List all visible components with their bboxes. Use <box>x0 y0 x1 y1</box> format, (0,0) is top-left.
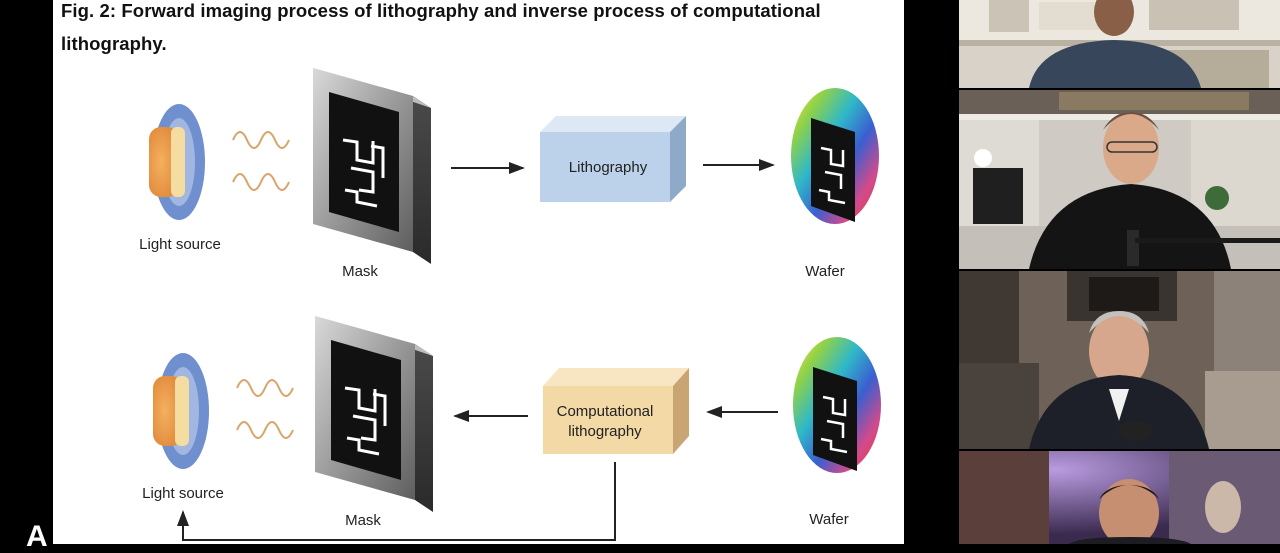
video-tile-participant-2[interactable] <box>959 90 1280 269</box>
wave-icon-bottom <box>236 379 294 439</box>
light-source-label-bottom: Light source <box>142 485 224 502</box>
light-source-label-top: Light source <box>139 236 221 253</box>
lithography-diagram: Light source Mask Lithography <box>139 68 881 541</box>
shared-slide: Fig. 2: Forward imaging process of litho… <box>53 0 904 544</box>
lithography-label: Lithography <box>569 159 648 176</box>
computational-lithography-box <box>543 368 689 454</box>
participant-2-video <box>959 90 1280 269</box>
wafer-label-bottom: Wafer <box>809 511 848 528</box>
overlay-letter: A <box>26 520 48 553</box>
computational-label-line2: lithography <box>568 423 642 440</box>
video-tile-participant-4[interactable] <box>959 451 1280 544</box>
mask-label-bottom: Mask <box>345 512 381 529</box>
mask-top <box>313 68 431 264</box>
wafer-bottom <box>793 337 881 473</box>
participant-4-video <box>959 451 1280 544</box>
wafer-label-top: Wafer <box>805 263 844 280</box>
wave-icon-top <box>232 131 290 191</box>
light-source-bottom <box>153 353 209 469</box>
computational-label-line1: Computational <box>557 403 654 420</box>
figure-title: Fig. 2: Forward imaging process of litho… <box>61 0 821 54</box>
lithography-box <box>540 116 686 202</box>
video-tile-participant-3[interactable] <box>959 271 1280 449</box>
mask-bottom <box>315 316 433 512</box>
wafer-top <box>791 88 879 224</box>
participant-1-video <box>959 0 1280 88</box>
mask-label-top: Mask <box>342 263 378 280</box>
participant-3-video <box>959 271 1280 449</box>
feedback-arrow <box>177 462 616 541</box>
light-source-top <box>149 104 205 220</box>
video-tile-participant-1[interactable] <box>959 0 1280 88</box>
